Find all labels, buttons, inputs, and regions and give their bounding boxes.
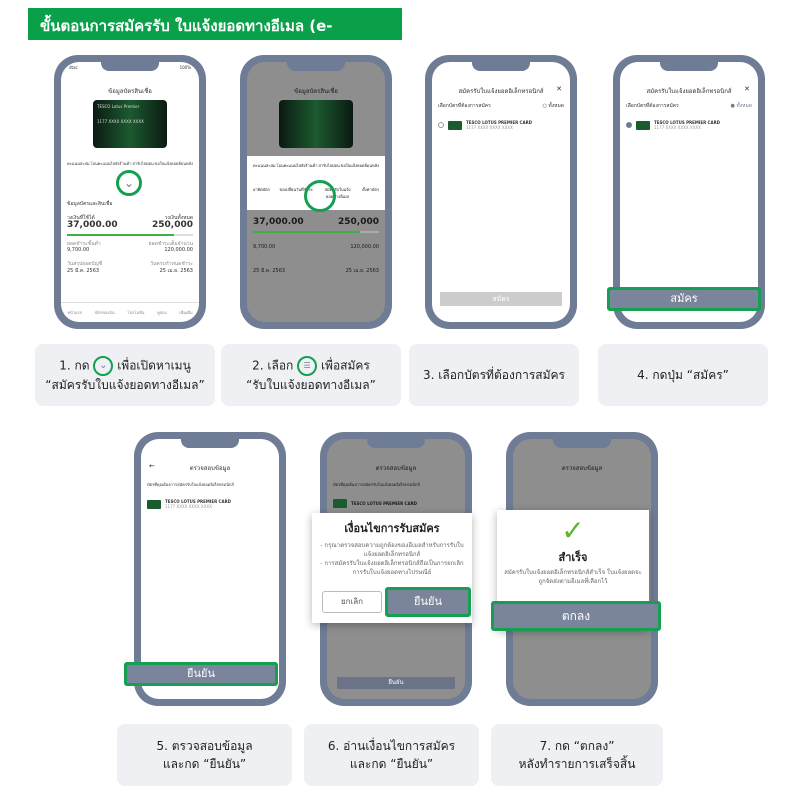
carrier: dtac xyxy=(69,65,78,70)
nav-promo[interactable]: โปรโมชั่น xyxy=(127,310,145,315)
nav-my-card[interactable]: บัตรของฉัน xyxy=(94,310,115,315)
expand-chevron-button[interactable]: ⌄ xyxy=(116,170,142,196)
bottom-nav: หน้าแรก บัตรของฉัน โปรโมชั่น คูปอง เพิ่มเติม xyxy=(61,302,199,322)
step-3-label: 3. เลือกบัตรที่ต้องการสมัคร xyxy=(409,344,579,406)
menu-change-date[interactable]: ขอเปลี่ยนวันที่ชำระ xyxy=(279,187,313,192)
card-radio-checked[interactable] xyxy=(626,122,632,128)
step-4-label: 4. กดปุ่ม “สมัคร” xyxy=(598,344,768,406)
menu-freeze[interactable]: อายัดบัตร xyxy=(253,187,270,192)
menu-estatement[interactable]: สมัครรับใบแจ้งยอดทางอีเมล xyxy=(324,187,351,199)
battery: 100% xyxy=(179,65,191,70)
success-text: สมัครรับใบแจ้งยอดอิเล็กทรอนิกส์สำเร็จ ใบ… xyxy=(504,569,642,585)
back-arrow-icon[interactable]: ← xyxy=(149,462,155,470)
card-radio[interactable] xyxy=(438,122,444,128)
step-5-label: 5. ตรวจสอบข้อมูลและกด “ยืนยัน” xyxy=(117,724,292,786)
available-credit: 37,000.00 xyxy=(67,220,118,230)
ok-button[interactable]: ตกลง xyxy=(491,601,661,631)
screen-title: ตรวจสอบข้อมูล xyxy=(189,465,231,472)
select-all[interactable]: ○ ทั้งหมด xyxy=(542,103,564,109)
step-7-label: 7. กด “ตกลง”หลังทำรายการเสร็จสิ้น xyxy=(491,724,663,786)
menu-statement[interactable]: ขอใบแจ้งยอดย้อนหลัง xyxy=(154,161,193,166)
screen-title: ตรวจสอบข้อมูล xyxy=(375,465,417,472)
credit-card-image xyxy=(279,100,353,148)
modal-title: เงื่อนไขการรับสมัคร xyxy=(344,522,440,535)
terms-line-2: - การสมัครรับใบแจ้งยอดอิเล็กทรอนิกส์ถือเ… xyxy=(320,560,464,576)
close-icon[interactable]: ✕ xyxy=(556,85,562,93)
phone-step-4: สมัครรับใบแจ้งยอดอิเล็กทรอนิกส์ ✕ เลือกบ… xyxy=(613,55,765,329)
modal-title: สำเร็จ xyxy=(558,551,588,564)
select-all[interactable]: ● ทั้งหมด xyxy=(730,103,752,109)
available-credit: 37,000.00 xyxy=(253,217,304,227)
nav-more[interactable]: เพิ่มเติม xyxy=(179,310,193,315)
menu-points[interactable]: คะแนนสะสม xyxy=(67,161,90,166)
confirm-button-background: ยืนยัน xyxy=(337,677,455,689)
confirm-button[interactable]: ยืนยัน xyxy=(385,587,471,617)
close-icon[interactable]: ✕ xyxy=(744,85,750,93)
apply-button[interactable]: สมัคร xyxy=(607,287,761,311)
credit-usage-bar xyxy=(253,231,379,233)
page-title: ขั้นตอนการสมัครรับ ใบแจ้งยอดทางอีเมล (e-… xyxy=(28,8,402,56)
cancel-button[interactable]: ยกเลิก xyxy=(322,591,382,613)
menu-transfer[interactable]: โอนคะแนนไปยังร้านค้า xyxy=(90,161,132,166)
credit-limit: 250,000 xyxy=(338,217,379,227)
step-6-label: 6. อ่านเงื่อนไขการสมัครและกด “ยืนยัน” xyxy=(304,724,479,786)
checkmark-icon: ✓ xyxy=(561,514,585,547)
step-1-label: 1. กด ⌄ เพื่อเปิดหาเมนู“สมัครรับใบแจ้งยอ… xyxy=(35,344,215,406)
card-name: TESCO LOTUS PREMIER CARD xyxy=(351,501,417,506)
screen-title: ตรวจสอบข้อมูล xyxy=(561,465,603,472)
menu-installment[interactable]: ล่ารับไปผ่อน xyxy=(132,161,154,166)
chevron-down-icon: ⌄ xyxy=(93,356,114,376)
screen-title: ข้อมูลบัตรสินเชื่อ xyxy=(294,88,338,95)
terms-line-1: - กรุณาตรวจสอบความถูกต้องของอีเมลสำหรับก… xyxy=(320,542,464,558)
screen-title: สมัครรับใบแจ้งยอดอิเล็กทรอนิกส์ xyxy=(646,88,732,95)
phone-step-2: ข้อมูลบัตรสินเชื่อ คะแนนสะสมโอนคะแนนไปยั… xyxy=(240,55,392,329)
estatement-menu-highlight[interactable] xyxy=(304,180,336,212)
nav-home[interactable]: หน้าแรก xyxy=(67,310,83,315)
tab-card-info[interactable]: ข้อมูลบัตรและสินเชื่อ xyxy=(67,201,113,207)
confirm-button[interactable]: ยืนยัน xyxy=(124,662,278,686)
phone-step-3: สมัครรับใบแจ้งยอดอิเล็กทรอนิกส์ ✕ เลือกบ… xyxy=(425,55,577,329)
menu-settings[interactable]: ตั้งค่าบัตร xyxy=(362,187,379,192)
screen-title: สมัครรับใบแจ้งยอดอิเล็กทรอนิกส์ xyxy=(458,88,544,95)
nav-coupon[interactable]: คูปอง xyxy=(157,310,167,315)
credit-usage-bar xyxy=(67,234,193,236)
phone-step-1: dtac 100% ข้อมูลบัตรสินเชื่อ TESCO Lotus… xyxy=(54,55,206,329)
credit-limit: 250,000 xyxy=(152,220,193,230)
apply-button-disabled[interactable]: สมัคร xyxy=(440,292,562,306)
step-2-label: 2. เลือก ☰ เพื่อสมัคร“รับใบแจ้งยอดทางอีเ… xyxy=(221,344,401,406)
screen-title: ข้อมูลบัตรสินเชื่อ xyxy=(108,88,152,95)
screen-subtitle: บัตรที่คุณต้องการสมัครรับใบแจ้งยอดอิเล็ก… xyxy=(333,482,420,487)
phone-step-5: ← ตรวจสอบข้อมูล บัตรที่คุณต้องการสมัครรั… xyxy=(134,432,286,706)
statement-icon: ☰ xyxy=(297,356,318,376)
